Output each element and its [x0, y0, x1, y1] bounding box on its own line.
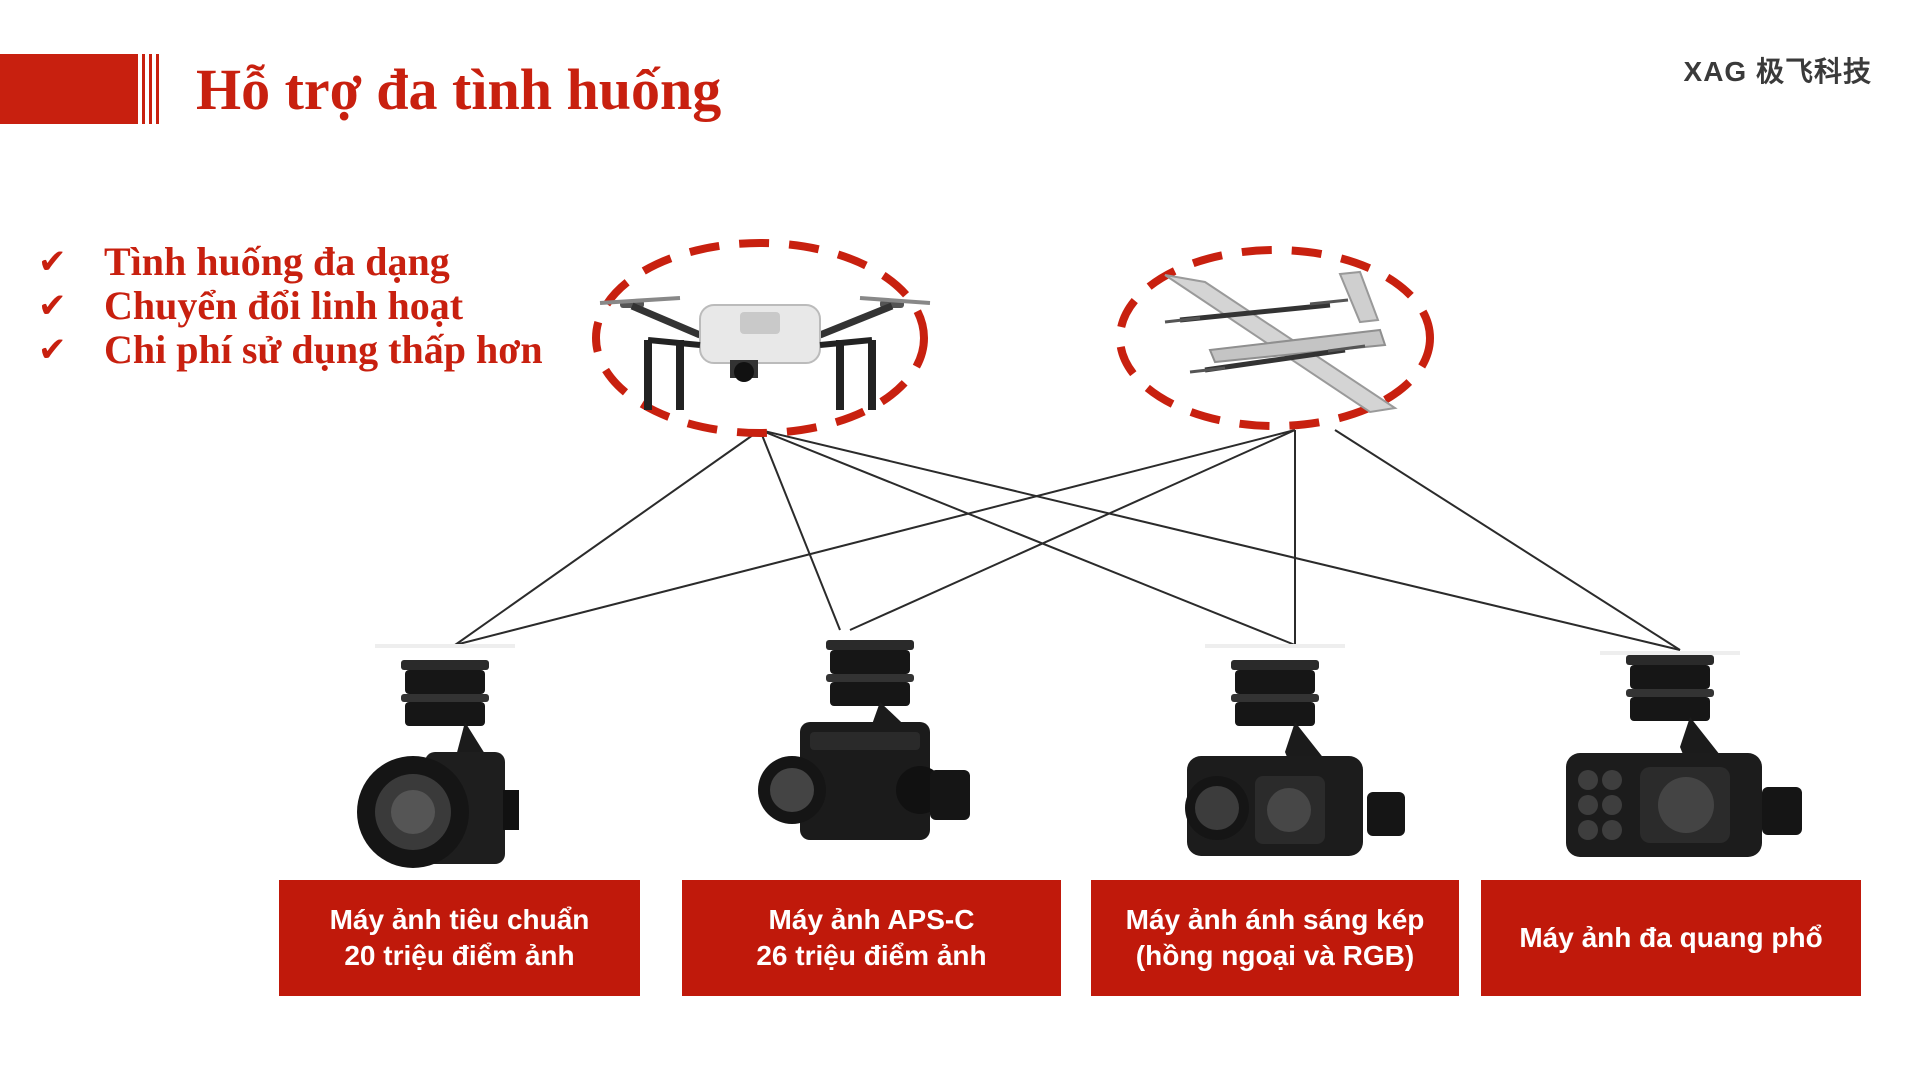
camera-label-multispectral: Máy ảnh đa quang phổ [1481, 880, 1861, 996]
title-accent-bar [0, 54, 138, 124]
check-icon: ✔ [38, 286, 67, 326]
camera-label-dual-light: Máy ảnh ánh sáng kép (hồng ngoại và RGB) [1091, 880, 1459, 996]
camera-gimbal-icon [357, 644, 519, 868]
check-icon: ✔ [38, 242, 67, 282]
connection-lines [454, 429, 1681, 651]
check-icon: ✔ [38, 330, 67, 370]
camera-gimbal-icon [758, 640, 970, 840]
camera-gimbal-icon [1185, 644, 1405, 856]
camera-label-aps-c: Máy ảnh APS-C 26 triệu điểm ảnh [682, 880, 1061, 996]
feature-list: ✔Tình huống đa dạng ✔Chuyển đổi linh hoạ… [38, 240, 543, 372]
feature-item: ✔Chi phí sử dụng thấp hơn [38, 327, 543, 372]
camera-gimbal-icon [1566, 651, 1802, 857]
feature-item: ✔Tình huống đa dạng [38, 239, 450, 284]
camera-label-standard: Máy ảnh tiêu chuẩn 20 triệu điểm ảnh [279, 880, 640, 996]
quadcopter-drone-icon [592, 239, 931, 437]
title-accent-stripes [138, 54, 162, 124]
xag-logo: XAG 极飞科技 [1683, 56, 1872, 87]
page-title: Hỗ trợ đa tình huống [196, 57, 722, 122]
fixed-wing-vtol-drone-icon [1116, 246, 1434, 430]
feature-item: ✔Chuyển đổi linh hoạt [38, 283, 464, 328]
